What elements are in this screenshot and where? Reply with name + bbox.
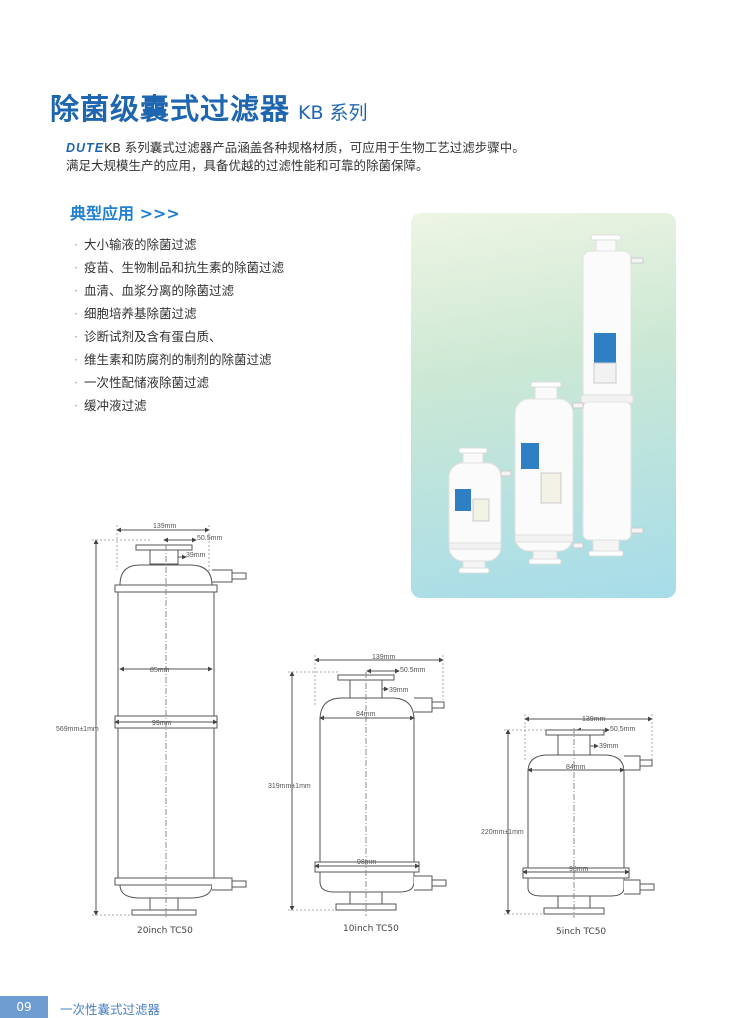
- list-item-text: 血清、血浆分离的除菌过滤: [83, 283, 234, 298]
- intro-line-2: 满足大规模生产的应用，具备优越的过滤性能和可靠的除菌保障。: [66, 158, 429, 173]
- small-capsule-image: [448, 447, 512, 574]
- list-item: · 大小输液的除菌过滤: [74, 233, 284, 256]
- dim-width-top: 139mm: [372, 654, 396, 661]
- list-item: · 一次性配储液除菌过滤: [74, 371, 284, 394]
- list-item: · 疫苗、生物制品和抗生素的除菌过滤: [74, 256, 284, 279]
- list-item-text: 诊断试剂及含有蛋白质、: [83, 329, 222, 344]
- dim-body-diameter: 84mm: [566, 764, 586, 771]
- page-title: 除菌级囊式过滤器 KB 系列: [50, 86, 368, 128]
- drawing-10inch-labels: 139mm 50.5mm 39mm 84mm 98mm 319mm±1mm: [268, 654, 425, 866]
- caption-20inch: 20inch TC50: [137, 926, 193, 936]
- drawing-20inch-labels: 139mm 50.5mm 39mm 85mm 99mm 569mm±1mm: [56, 523, 222, 733]
- list-item-text: 一次性配储液除菌过滤: [83, 375, 209, 390]
- title-main: 除菌级囊式过滤器: [50, 92, 291, 126]
- bullet-icon: ·: [74, 375, 78, 390]
- applications-list: · 大小输液的除菌过滤 · 疫苗、生物制品和抗生素的除菌过滤 · 血清、血浆分离的除菌…: [74, 233, 284, 417]
- list-item-text: 疫苗、生物制品和抗生素的除菌过滤: [83, 260, 284, 275]
- list-item: · 维生素和防腐剂的制剂的除菌过滤: [74, 348, 284, 371]
- bullet-icon: ·: [74, 329, 78, 344]
- bullet-icon: ·: [74, 283, 78, 298]
- dim-band-diameter: 99mm: [152, 720, 172, 727]
- list-item-text: 维生素和防腐剂的制剂的除菌过滤: [83, 352, 272, 367]
- brand-logo: DUTE: [66, 141, 105, 155]
- dim-flange: 50.5mm: [610, 726, 635, 733]
- capsule-filters-illustration: [448, 234, 644, 574]
- intro-text: DUTEKB 系列囊式过滤器产品涵盖各种规格材质，可应用于生物工艺过滤步骤中。 …: [66, 139, 525, 174]
- list-item: · 细胞培养基除菌过滤: [74, 302, 284, 325]
- title-series: KB 系列: [298, 102, 368, 124]
- footer: 09 一次性囊式过滤器: [0, 996, 750, 1018]
- drawing-5inch: [504, 714, 655, 918]
- list-item-text: 大小输液的除菌过滤: [83, 237, 197, 252]
- dim-flange: 50.5mm: [400, 667, 425, 674]
- dim-width-top: 139mm: [153, 523, 177, 530]
- product-photo: [411, 213, 676, 598]
- dim-width-top: 139mm: [582, 716, 606, 723]
- bullet-icon: ·: [74, 306, 78, 321]
- large-capsule-image: [580, 234, 644, 557]
- list-item: · 诊断试剂及含有蛋白质、: [74, 325, 284, 348]
- dim-body-diameter: 84mm: [356, 711, 376, 718]
- intro-line-1-text: KB 系列囊式过滤器产品涵盖各种规格材质，可应用于生物工艺过滤步骤中。: [104, 140, 525, 155]
- bullet-icon: ·: [74, 260, 78, 275]
- bullet-icon: ·: [74, 398, 78, 413]
- dim-height: 319mm±1mm: [268, 783, 311, 790]
- dim-inner: 39mm: [186, 552, 206, 559]
- medium-capsule-image: [514, 381, 584, 565]
- dim-height: 569mm±1mm: [56, 726, 99, 733]
- caption-5inch: 5inch TC50: [556, 927, 607, 937]
- bullet-icon: ·: [74, 352, 78, 367]
- drawing-5inch-labels: 139mm 50.5mm 39mm 84mm 98mm 220mm±1mm: [481, 716, 635, 873]
- list-item: · 缓冲液过滤: [74, 394, 284, 417]
- dim-body-diameter: 85mm: [150, 667, 170, 674]
- list-item-text: 细胞培养基除菌过滤: [83, 306, 197, 321]
- drawing-10inch: [288, 655, 447, 916]
- drawing-20inch: [92, 525, 247, 918]
- dim-flange: 50.5mm: [197, 535, 222, 542]
- dim-inner: 39mm: [389, 687, 409, 694]
- dim-band-diameter: 98mm: [569, 866, 589, 873]
- list-item: · 血清、血浆分离的除菌过滤: [74, 279, 284, 302]
- bullet-icon: ·: [74, 237, 78, 252]
- footer-title: 一次性囊式过滤器: [60, 1002, 161, 1017]
- dim-inner: 39mm: [599, 743, 619, 750]
- list-item-text: 缓冲液过滤: [83, 398, 147, 413]
- dim-band-diameter: 98mm: [357, 859, 377, 866]
- applications-title: 典型应用 >>>: [70, 204, 180, 223]
- dim-height: 220mm±1mm: [481, 829, 524, 836]
- caption-10inch: 10inch TC50: [343, 924, 399, 934]
- page-number: 09: [0, 996, 48, 1018]
- intro-line-1: DUTEKB 系列囊式过滤器产品涵盖各种规格材质，可应用于生物工艺过滤步骤中。: [66, 139, 525, 157]
